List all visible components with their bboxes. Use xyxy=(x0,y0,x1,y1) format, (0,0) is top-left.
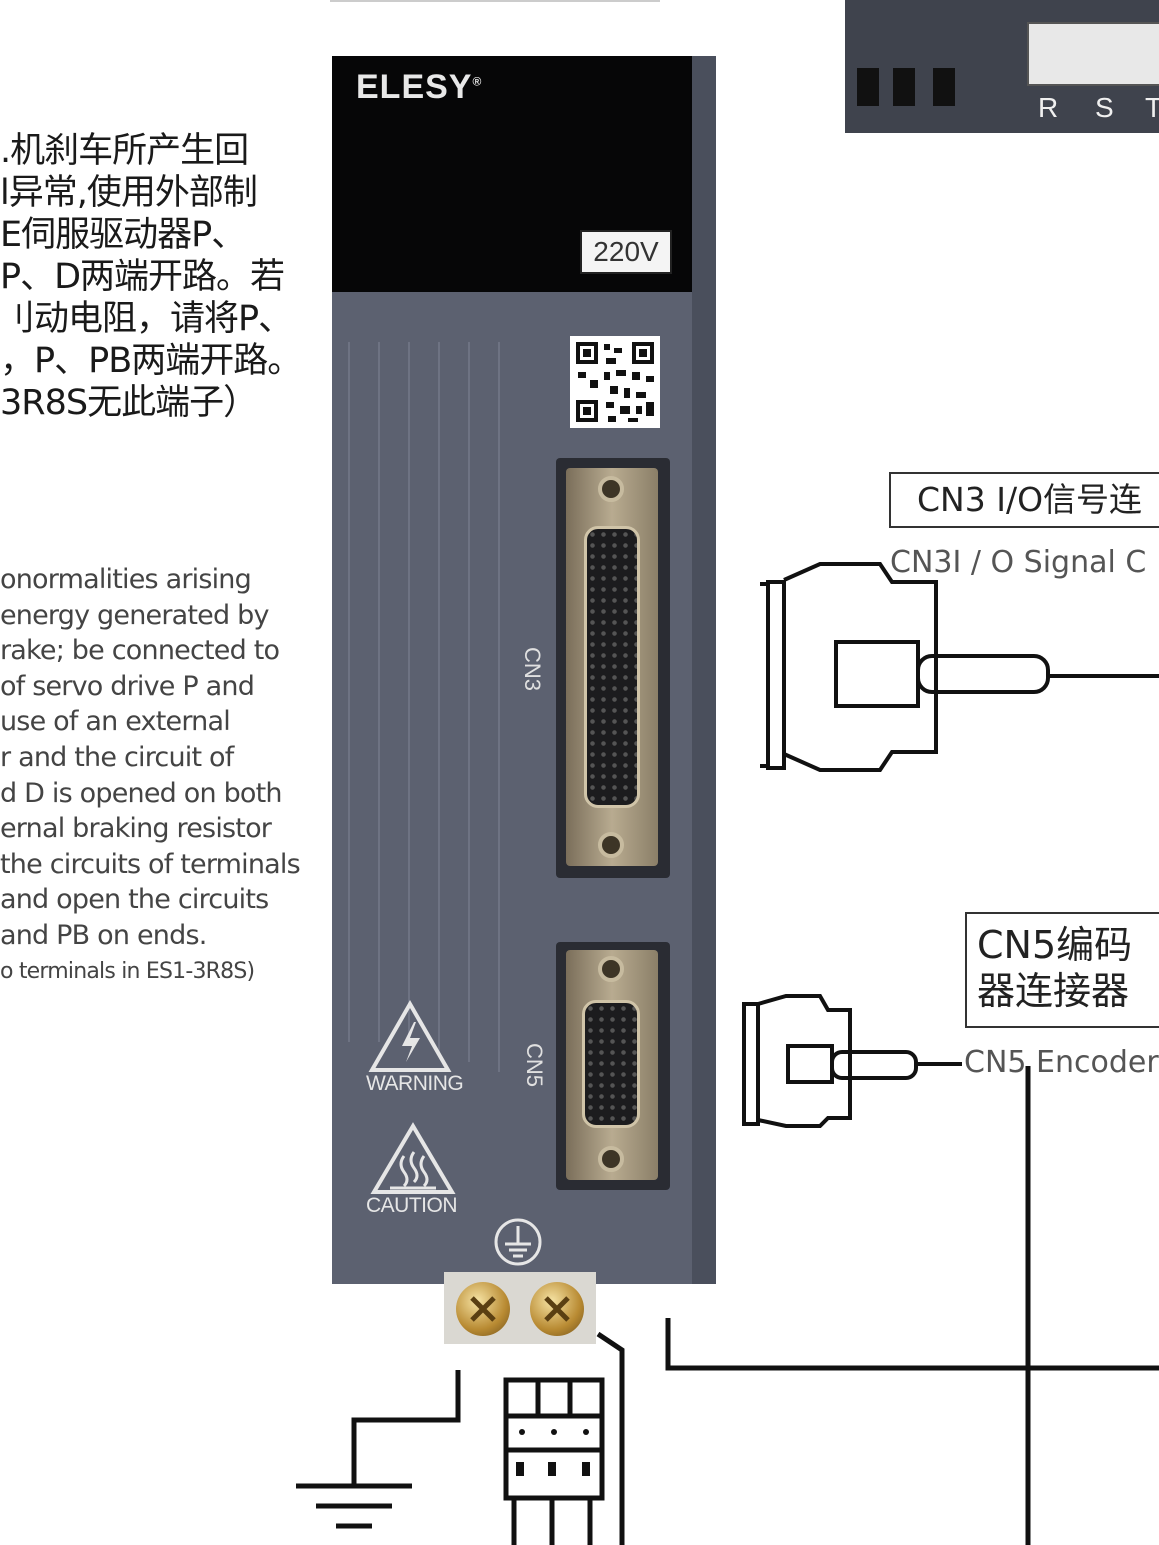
zh-line: P、D两端开路。若 xyxy=(0,257,285,297)
cn5-callout-box: CN5编码 器连接器 xyxy=(965,912,1159,1028)
terminal-label-t: T xyxy=(1145,92,1159,123)
drive-top-panel: ELESY® 220V xyxy=(332,56,692,292)
en-line: r and the circuit of xyxy=(0,741,234,773)
en-line: and open the circuits xyxy=(0,884,269,916)
en-line: ernal braking resistor xyxy=(0,813,272,845)
terminal-label-s: S xyxy=(1095,92,1114,123)
description-zh: .机刹车所产生回 l异常,使用外部制 E伺服驱动器P、 P、D两端开路。若 刂动… xyxy=(0,130,302,424)
en-line: onormalities arising xyxy=(0,564,252,595)
cn3-callout-subtitle: CN3I / O Signal C xyxy=(890,545,1147,580)
terminal-slot xyxy=(857,68,879,106)
cn5-screw-top xyxy=(598,956,624,982)
cn5-callout-subtitle: CN5 Encoder xyxy=(964,1045,1159,1080)
en-line: use of an external xyxy=(0,706,231,738)
earth-ground-icon xyxy=(296,1370,461,1529)
terminal-slot xyxy=(933,68,955,106)
zh-line: 刂动电阻，请将P、 xyxy=(0,299,293,339)
qr-code xyxy=(570,336,660,428)
zh-line: .机刹车所产生回 xyxy=(0,131,249,171)
cn5-callout-title-line1: CN5编码 xyxy=(977,923,1133,967)
zh-line: ，P、PB两端开路。 xyxy=(0,341,302,381)
warning-label: WARNING xyxy=(366,1072,464,1095)
ground-screw-right[interactable] xyxy=(530,1282,584,1336)
breaker-icon xyxy=(503,1377,605,1545)
cn5-screw-bottom xyxy=(598,1146,624,1172)
en-line: and PB on ends. xyxy=(0,919,207,951)
terminal-block xyxy=(1027,22,1159,86)
terminal-label-r: R xyxy=(1038,92,1059,123)
cn5-connector[interactable] xyxy=(566,950,658,1180)
en-note: o terminals in ES1-3R8S) xyxy=(0,958,255,984)
drive-side-panel xyxy=(692,56,716,1284)
en-line: of servo drive P and xyxy=(0,670,255,702)
brand-logo: ELESY® xyxy=(356,68,483,106)
cn5-callout-title-line2: 器连接器 xyxy=(977,969,1130,1013)
en-line: the circuits of terminals xyxy=(0,848,301,880)
cn5-socket xyxy=(582,1000,640,1128)
ground-symbol-icon xyxy=(494,1218,542,1266)
cn3-callout-title: CN3 I/O信号连 xyxy=(917,480,1143,519)
zh-line: l异常,使用外部制 xyxy=(0,173,258,213)
cn5-cable-plug-icon xyxy=(742,994,962,1128)
caution-hot-surface-icon xyxy=(370,1122,456,1194)
zh-line: E伺服驱动器P、 xyxy=(0,215,246,255)
adjacent-drive-fragment: R S T xyxy=(845,0,1159,133)
cn3-screw-top xyxy=(598,476,624,502)
cn3-callout-box: CN3 I/O信号连 xyxy=(889,472,1159,528)
terminal-slot xyxy=(893,68,915,106)
ground-terminal xyxy=(444,1272,596,1344)
encoder-power-wire xyxy=(665,1318,1159,1371)
ground-screw-left[interactable] xyxy=(456,1282,510,1336)
cn3-connector[interactable] xyxy=(566,468,658,866)
description-en: onormalities arising energy generated by… xyxy=(0,562,301,989)
en-line: rake; be connected to xyxy=(0,635,280,667)
cn3-screw-bottom xyxy=(598,832,624,858)
servo-drive: ELESY® 220V CN3 xyxy=(332,56,716,1284)
cn3-cable-plug-icon xyxy=(760,562,1159,772)
en-line: d D is opened on both xyxy=(0,777,283,809)
cn3-socket xyxy=(584,526,640,808)
warning-icon xyxy=(368,1000,452,1072)
en-line: energy generated by xyxy=(0,599,269,631)
top-divider xyxy=(330,0,660,2)
zh-line: 3R8S无此端子） xyxy=(0,383,258,423)
voltage-badge: 220V xyxy=(580,230,672,274)
caution-label: CAUTION xyxy=(366,1194,458,1217)
power-wire xyxy=(596,1331,625,1545)
